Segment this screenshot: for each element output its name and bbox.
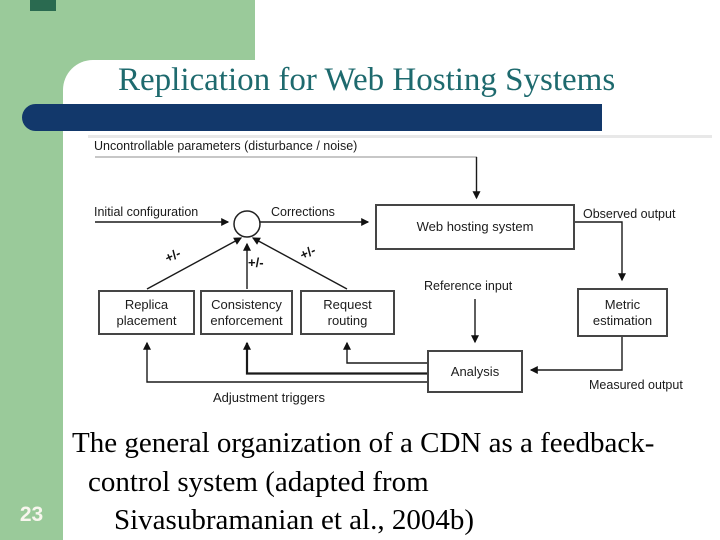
caption-line-1: The general organization of a CDN as a f… [72,427,655,459]
page-number: 23 [19,503,44,526]
box-label: enforcement [210,312,283,328]
box-replica-placement: Replica placement [98,290,195,335]
green-sidebar [0,0,63,540]
label-observed-output: Observed output [583,207,676,221]
box-request-routing: Request routing [300,290,395,335]
box-consistency-enforcement: Consistency enforcement [200,290,293,335]
label-uncontrollable-parameters: Uncontrollable parameters (disturbance /… [94,139,358,153]
label-plus-minus-middle: +/- [248,255,264,270]
slide-title: Replication for Web Hosting Systems [118,62,616,98]
title-underline-bar [22,104,602,131]
box-label: Request [323,297,372,313]
box-metric-estimation: Metric estimation [577,288,668,337]
box-label: Analysis [450,363,500,379]
box-label: placement [116,312,177,328]
box-label: Metric [604,297,641,313]
caption-line-3: Sivasubramanian et al., 2004b) [114,504,474,536]
box-label: Replica [124,297,169,313]
label-measured-output: Measured output [589,378,683,392]
label-reference-input: Reference input [424,279,513,293]
box-web-hosting-system: Web hosting system [375,204,575,250]
box-label: estimation [592,312,653,328]
accent-square [30,0,56,11]
box-label: routing [327,312,368,328]
box-label: Consistency [211,297,282,313]
label-corrections: Corrections [271,205,335,219]
label-adjustment-triggers: Adjustment triggers [213,390,325,405]
box-label: Web hosting system [416,219,534,235]
box-analysis: Analysis [427,350,523,393]
label-initial-configuration: Initial configuration [94,205,199,219]
caption-line-2: control system (adapted from [88,466,429,498]
diagram-top-edge [88,135,712,138]
